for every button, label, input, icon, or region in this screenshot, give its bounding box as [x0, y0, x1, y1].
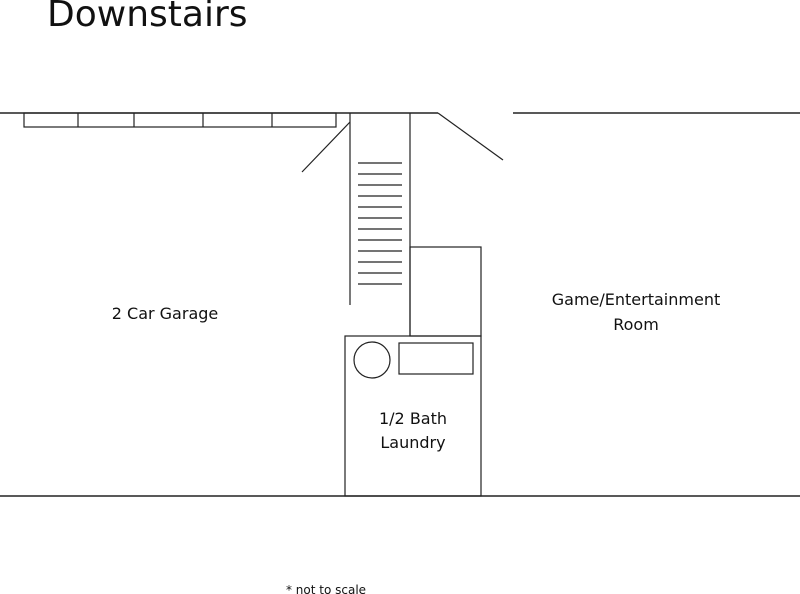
room-label-bath: 1/2 Bath: [379, 409, 447, 428]
bath-laundry-room: [344, 335, 482, 497]
closet: [409, 246, 482, 337]
toilet-icon: [353, 341, 391, 379]
bath-laundry: [344, 246, 482, 497]
room-label-game-2: Room: [613, 315, 659, 334]
garage-door-track: [23, 112, 337, 128]
stair-treads: [358, 162, 402, 285]
entry-door-swing: [437, 112, 504, 161]
footnote: * not to scale: [286, 583, 366, 594]
sink-counter: [398, 342, 474, 375]
garage-door-swing: [301, 121, 351, 173]
room-label-garage: 2 Car Garage: [112, 304, 219, 323]
page-title: Downstairs: [47, 0, 248, 35]
garage-door: [23, 112, 337, 128]
stairwell: [349, 113, 411, 336]
room-label-game-1: Game/Entertainment: [552, 290, 720, 309]
door-swings: [301, 112, 504, 173]
room-label-laundry: Laundry: [380, 433, 445, 452]
